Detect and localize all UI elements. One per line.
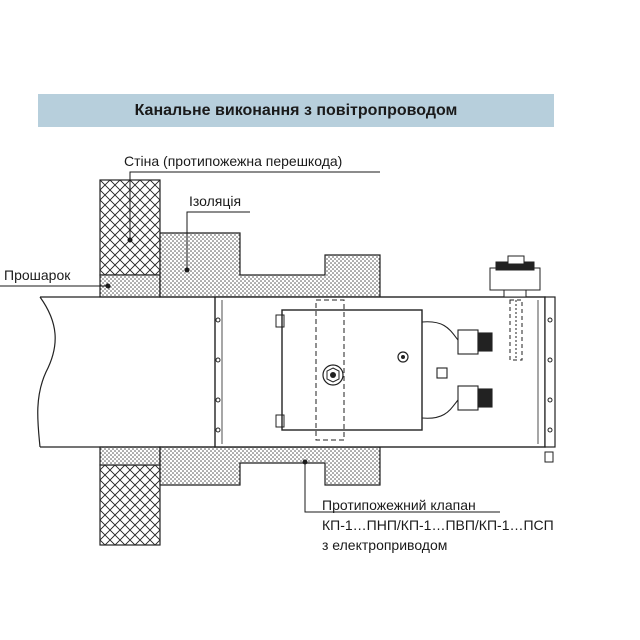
insulation-label: Ізоляція	[189, 193, 242, 209]
layer-bottom	[99, 446, 161, 466]
axis-shaft	[315, 299, 345, 441]
actuator-housing	[281, 309, 423, 431]
flange-rivets	[215, 317, 553, 433]
valve-label-line3: з електроприводом	[322, 537, 448, 553]
insulation-top	[159, 232, 381, 298]
duct-break	[37, 296, 56, 448]
cable-glands	[421, 321, 493, 419]
diagram-title: Канальне виконання з повітропроводом	[134, 101, 458, 119]
leader-lines	[0, 171, 500, 513]
valve-label-line1: Протипожежний клапан	[322, 497, 476, 513]
title-bar: Канальне виконання з повітропроводом	[38, 94, 554, 127]
layer-label: Прошарок	[4, 267, 71, 283]
valve-end-flange	[544, 296, 556, 448]
insulation-bottom	[159, 446, 381, 486]
wall-bottom	[99, 464, 161, 546]
wall-label: Стіна (протипожежна перешкода)	[124, 153, 343, 169]
valve-label-line2: КП-1…ПНП/КП-1…ПВП/КП-1…ПСП	[322, 517, 554, 533]
thermal-release	[489, 255, 541, 361]
indicator	[397, 351, 409, 363]
